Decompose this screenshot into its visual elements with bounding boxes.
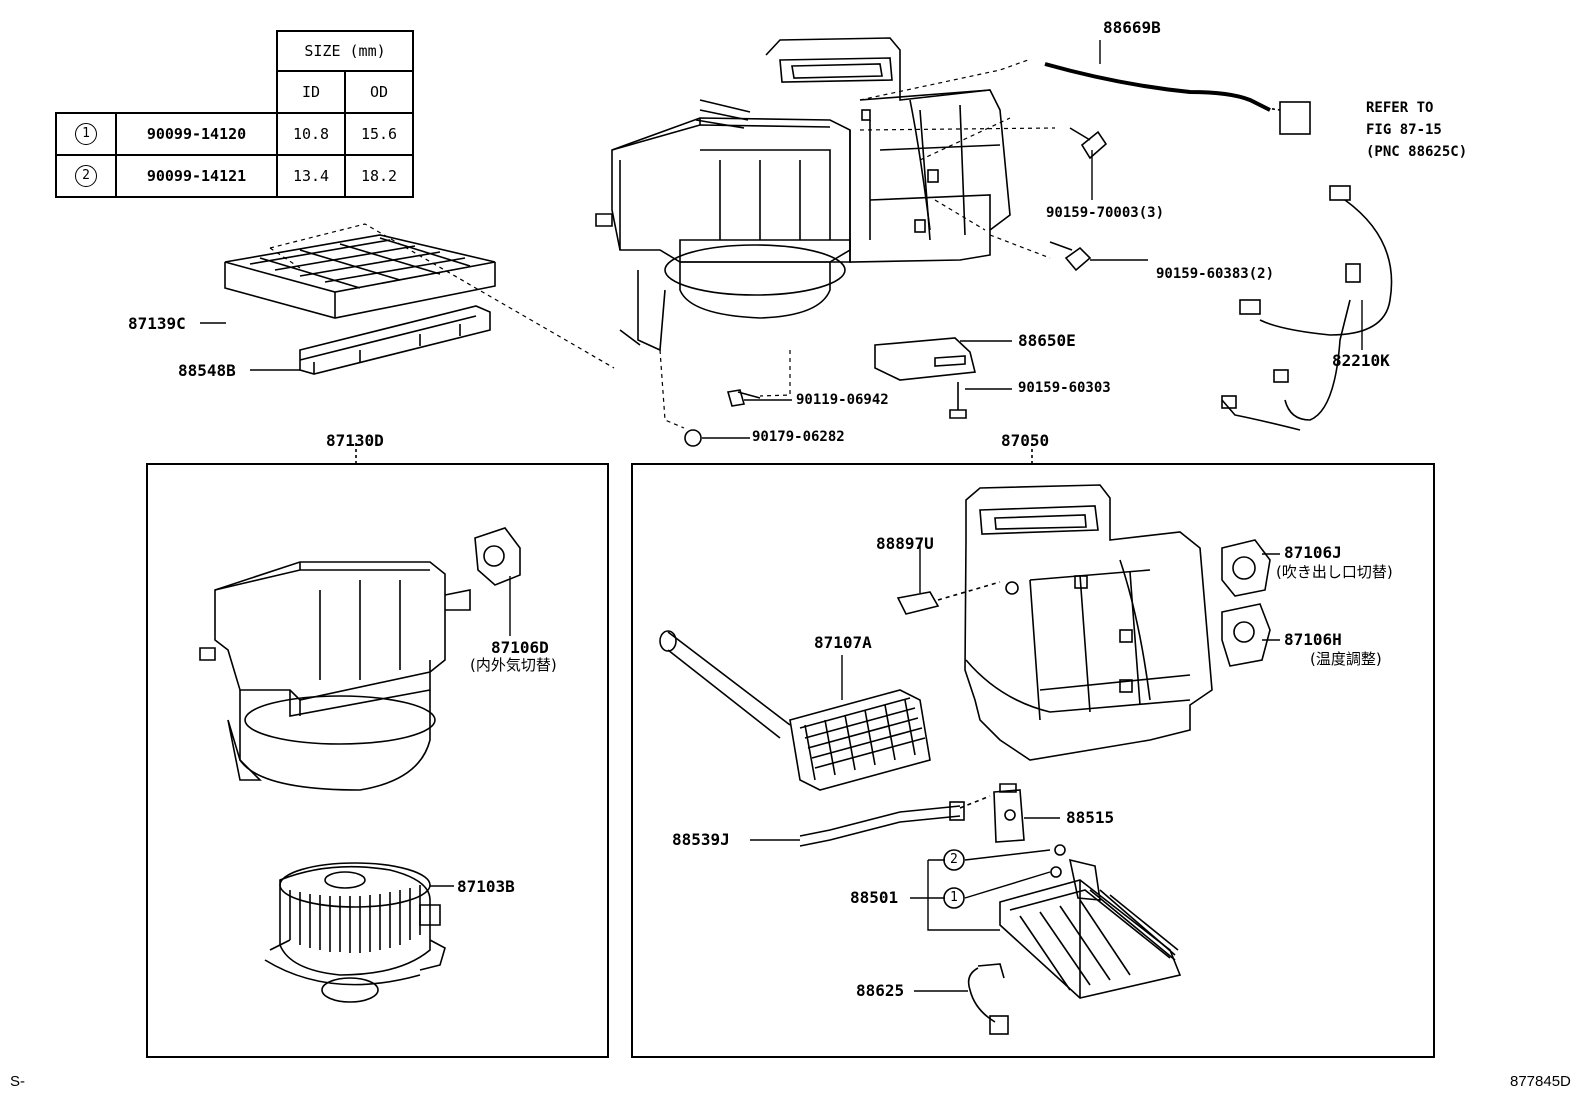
label-87106h: 87106H <box>1284 630 1342 649</box>
label-88515: 88515 <box>1066 808 1115 827</box>
footer-figure-id: 877845D <box>1510 1073 1571 1090</box>
label-90159-60303: 90159-60303 <box>1018 380 1111 396</box>
size-spec-table: SIZE (mm) ID OD 1 90099-14120 10.8 15.6 … <box>55 30 414 198</box>
circle-label-1: 1 <box>950 890 958 905</box>
part-number: 90099-14121 <box>115 154 278 198</box>
label-87106j: 87106J <box>1284 543 1342 562</box>
label-88539j: 88539J <box>672 830 730 849</box>
label-90179-06282: 90179-06282 <box>752 429 845 445</box>
label-87106d-function: (内外気切替) <box>470 656 557 674</box>
label-88548b: 88548B <box>178 361 236 380</box>
row-mark: 1 <box>75 123 97 145</box>
row-mark: 2 <box>75 165 97 187</box>
label-leaders <box>200 40 1363 992</box>
harness-88669b <box>1044 62 1271 112</box>
filter-87139c <box>224 234 496 319</box>
label-refer-to: REFER TO <box>1366 100 1434 116</box>
od-value: 18.2 <box>344 154 414 198</box>
label-88501: 88501 <box>850 888 899 907</box>
label-88650e: 88650E <box>1018 331 1076 350</box>
circle-mark-1 <box>943 887 965 909</box>
col-id-header: ID <box>276 70 346 114</box>
dashed-leaders-top <box>269 59 1056 429</box>
valve-88515 <box>993 783 1025 843</box>
label-87050: 87050 <box>1001 431 1050 450</box>
pipe-88539j <box>799 795 991 847</box>
heater-unit-87050 <box>964 484 1213 761</box>
label-87106j-function: (吹き出し口切替) <box>1276 563 1393 581</box>
table-row: 1 90099-14120 10.8 15.6 <box>55 112 414 156</box>
actuator-87106j <box>1221 539 1271 597</box>
label-90159-60383: 90159-60383(2) <box>1156 266 1275 282</box>
size-header: SIZE (mm) <box>276 30 414 72</box>
label-refer-pnc: (PNC 88625C) <box>1366 144 1468 160</box>
circle-label-2: 2 <box>950 852 958 867</box>
hvac-assembly-top <box>595 37 1011 352</box>
label-87107a: 87107A <box>814 633 872 652</box>
blower-motor-87103b <box>264 862 446 1003</box>
module-88650e <box>874 337 976 381</box>
label-87103b: 87103B <box>457 877 515 896</box>
col-od-header: OD <box>344 70 414 114</box>
evaporator-88501 <box>999 844 1182 999</box>
label-87106h-function: (温度調整) <box>1310 650 1382 668</box>
label-refer-fig: FIG 87-15 <box>1366 122 1442 138</box>
label-88669b: 88669B <box>1103 18 1161 37</box>
label-87106d: 87106D <box>491 638 549 657</box>
sensor-88625 <box>967 963 1009 1035</box>
label-87139c: 87139C <box>128 314 186 333</box>
table-row: 2 90099-14121 13.4 18.2 <box>55 154 414 198</box>
bolt-icons <box>684 127 1108 447</box>
harness-82210k <box>1221 185 1393 431</box>
circle-mark-2 <box>943 849 965 871</box>
label-90159-70003: 90159-70003(3) <box>1046 205 1165 221</box>
od-value: 15.6 <box>344 112 414 156</box>
label-90119-06942: 90119-06942 <box>796 392 889 408</box>
label-87130d: 87130D <box>326 431 384 450</box>
group-box-87050 <box>631 463 1435 1058</box>
blower-case-87130d <box>199 561 471 791</box>
connector-88625c <box>1279 101 1311 135</box>
label-88897u: 88897U <box>876 534 934 553</box>
label-88625: 88625 <box>856 981 905 1000</box>
heater-core-87107a <box>659 630 931 791</box>
group-box-87130d <box>146 463 609 1058</box>
label-82210k: 82210K <box>1332 351 1390 370</box>
part-number: 90099-14120 <box>115 112 278 156</box>
footer-left-code: S- <box>10 1073 25 1090</box>
id-value: 10.8 <box>276 112 346 156</box>
actuator-87106d <box>474 527 521 586</box>
actuator-87106h <box>1221 603 1271 667</box>
id-value: 13.4 <box>276 154 346 198</box>
sensor-88897u <box>896 581 1001 615</box>
